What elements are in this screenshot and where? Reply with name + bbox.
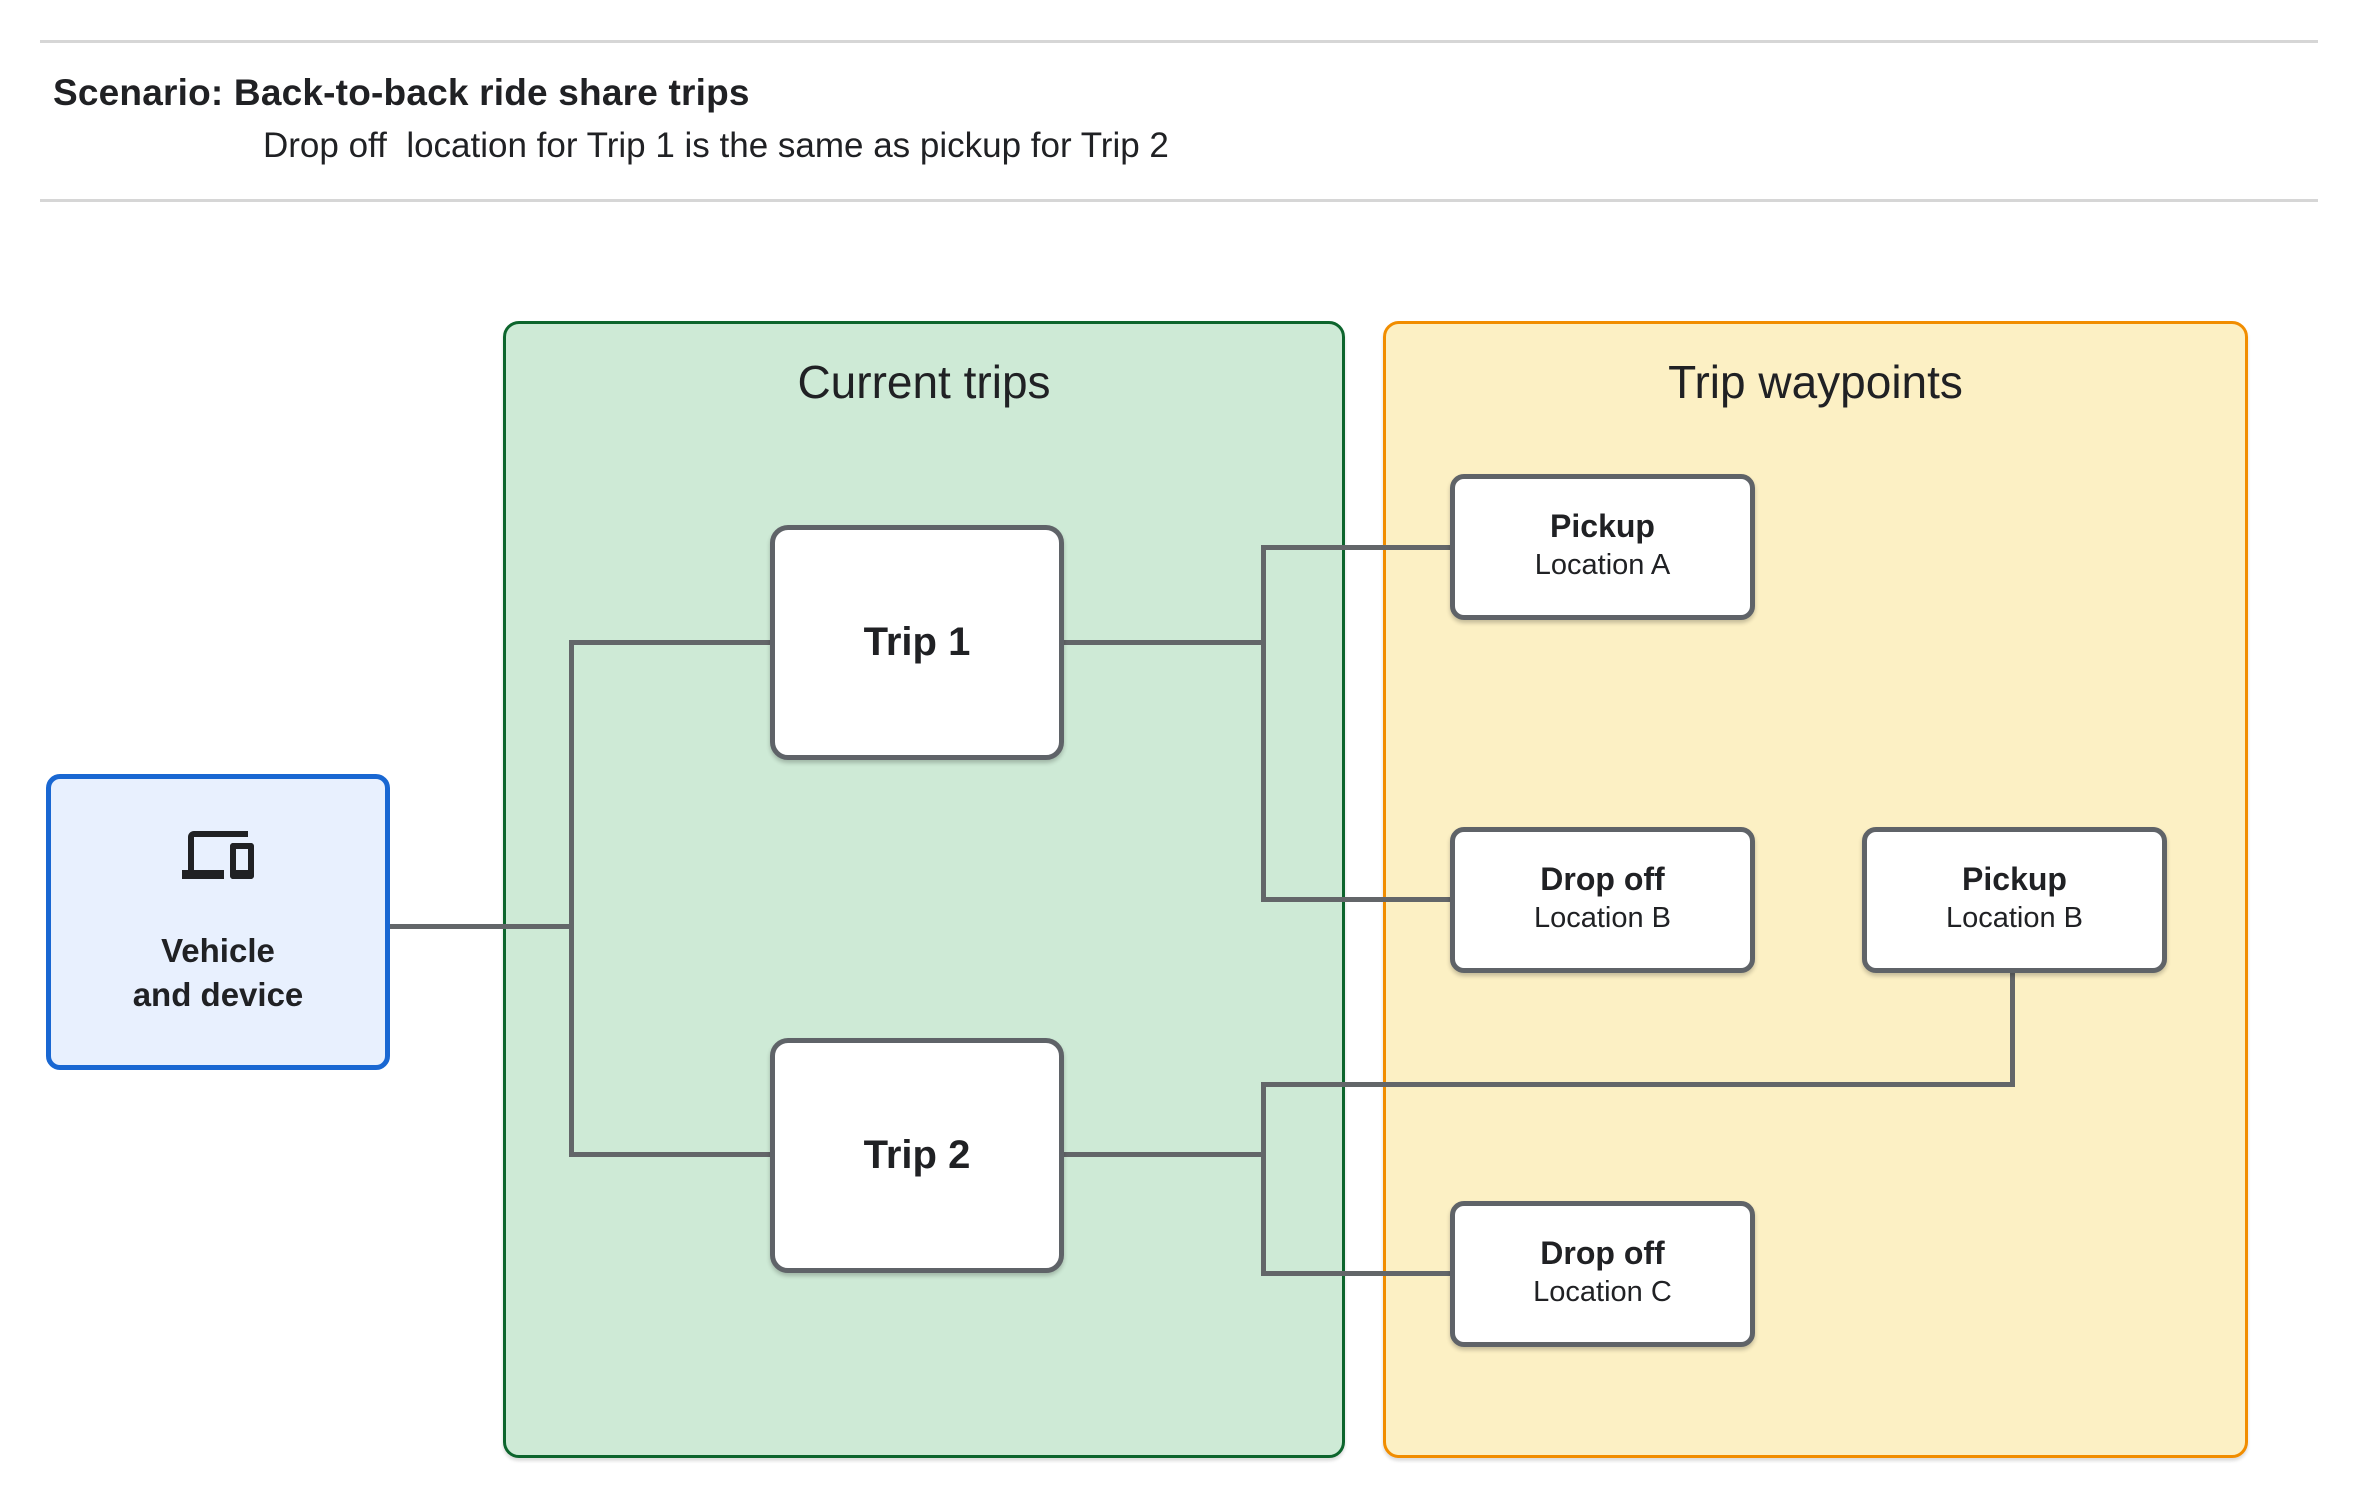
connector-to-dropoff-c: [1261, 1271, 1455, 1276]
connector-pickup-b-drop: [2010, 970, 2015, 1087]
trip-waypoints-panel-title: Trip waypoints: [1668, 356, 1963, 408]
waypoint-title: Drop off: [1540, 1235, 1665, 1271]
page-subtitle: Drop off location for Trip 1 is the same…: [263, 126, 1169, 165]
header-top-rule: [40, 40, 2318, 43]
connector-vehicle-to-trunk: [386, 924, 574, 929]
waypoint-subtitle: Location B: [1945, 902, 2084, 934]
trip1-label: Trip 1: [863, 620, 971, 664]
vehicle-label-line1: Vehicle: [161, 932, 275, 969]
waypoint-dropoff-location-c: Drop off Location C: [1450, 1201, 1755, 1347]
header-bottom-rule: [40, 199, 2318, 202]
waypoint-pickup-location-b: Pickup Location B: [1862, 827, 2167, 973]
waypoint-subtitle: Location C: [1533, 1276, 1672, 1308]
vehicle-node: Vehicle and device: [46, 774, 390, 1070]
trip2-label: Trip 2: [863, 1133, 971, 1177]
connector-trip2-branch-vertical: [1261, 1082, 1266, 1276]
waypoint-dropoff-location-b: Drop off Location B: [1450, 827, 1755, 973]
connector-trunk-to-trip1: [569, 640, 775, 645]
trip1-node: Trip 1: [770, 525, 1064, 760]
current-trips-panel-title: Current trips: [797, 356, 1051, 408]
waypoint-title: Pickup: [1962, 861, 2067, 897]
connector-to-dropoff-b: [1261, 897, 1455, 902]
connector-to-pickup-a: [1261, 545, 1455, 550]
connector-trunk-to-trip2: [569, 1152, 775, 1157]
connector-trunk-vertical: [569, 640, 574, 1157]
connector-trip2-out: [1060, 1152, 1266, 1157]
connector-trip1-out: [1060, 640, 1266, 645]
waypoint-title: Drop off: [1540, 861, 1665, 897]
vehicle-label-line2: and device: [132, 976, 304, 1013]
waypoint-title: Pickup: [1550, 508, 1655, 544]
current-trips-panel: Current trips: [503, 321, 1345, 1458]
trip2-node: Trip 2: [770, 1038, 1064, 1273]
waypoint-subtitle: Location A: [1534, 549, 1671, 581]
connector-to-pickup-b-horizontal: [1261, 1082, 2015, 1087]
vehicle-node-label: Vehicle and device: [133, 929, 304, 1017]
connector-trip1-branch-vertical: [1261, 545, 1266, 902]
waypoint-pickup-location-a: Pickup Location A: [1450, 474, 1755, 620]
devices-icon: [182, 831, 254, 879]
waypoint-subtitle: Location B: [1533, 902, 1672, 934]
page-title: Scenario: Back-to-back ride share trips: [53, 72, 750, 113]
